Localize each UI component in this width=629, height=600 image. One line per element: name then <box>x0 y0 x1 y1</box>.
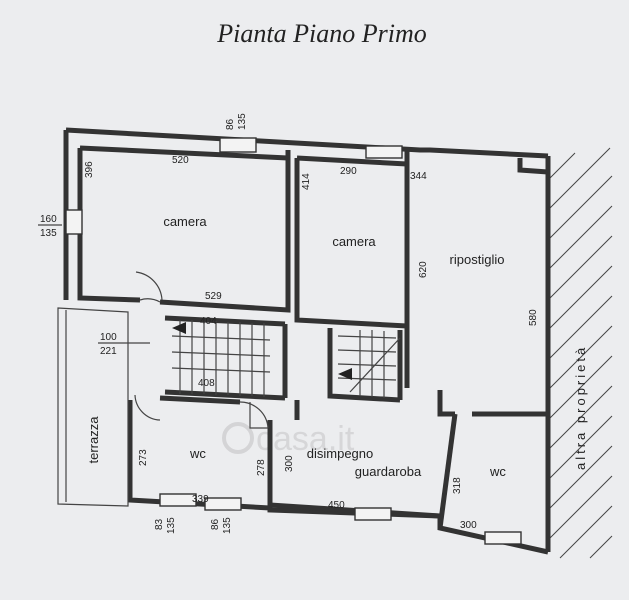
dim-160: 160 <box>40 214 57 225</box>
label-camera-2: camera <box>332 234 376 249</box>
plan-title: Pianta Piano Primo <box>216 19 426 48</box>
dim-278: 278 <box>256 459 267 476</box>
dim-135-a: 135 <box>40 228 57 239</box>
dim-300-b: 300 <box>460 520 477 531</box>
dim-86-b: 86 <box>210 518 221 530</box>
doors <box>134 271 269 429</box>
label-wc-2: wc <box>489 464 506 479</box>
dim-580: 580 <box>528 309 539 326</box>
watermark-logo-icon <box>222 422 254 454</box>
windows <box>65 137 522 545</box>
dim-100: 100 <box>100 332 117 343</box>
dim-290: 290 <box>340 166 357 177</box>
dim-83: 83 <box>154 518 165 530</box>
label-camera-1: camera <box>163 214 207 229</box>
dim-414: 414 <box>301 173 312 190</box>
stair-arrow-left-icon <box>172 322 186 334</box>
stairs-left <box>171 320 271 397</box>
dim-135-d: 135 <box>222 517 233 534</box>
label-altra-proprieta: altra proprietà <box>573 345 588 470</box>
stairs-right <box>337 330 401 398</box>
dim-396: 396 <box>84 161 95 178</box>
stair-arrow-right-icon <box>338 368 352 380</box>
dim-300-a: 300 <box>284 455 295 472</box>
dim-408: 408 <box>198 378 215 389</box>
dim-86-a: 86 <box>225 118 236 130</box>
dim-529: 529 <box>205 291 222 302</box>
label-disimpegno: disimpegno <box>307 446 374 461</box>
dim-318: 318 <box>452 477 463 494</box>
dim-273: 273 <box>138 449 149 466</box>
dim-135-b: 135 <box>237 113 248 130</box>
dim-520: 520 <box>172 155 189 166</box>
dim-450: 450 <box>328 500 345 511</box>
label-guardaroba: guardaroba <box>355 464 422 479</box>
dim-339: 339 <box>192 494 209 505</box>
dim-221: 221 <box>100 346 117 357</box>
label-ripostiglio: ripostiglio <box>450 252 505 267</box>
dimensions: 396 520 160 135 86 135 414 290 344 620 5… <box>38 113 539 534</box>
dim-344: 344 <box>410 171 427 182</box>
dim-135-c: 135 <box>166 517 177 534</box>
dim-620: 620 <box>418 261 429 278</box>
walls <box>57 127 551 555</box>
dim-404: 404 <box>200 316 217 327</box>
label-wc-1: wc <box>189 446 206 461</box>
label-terrazza: terrazza <box>86 416 101 464</box>
